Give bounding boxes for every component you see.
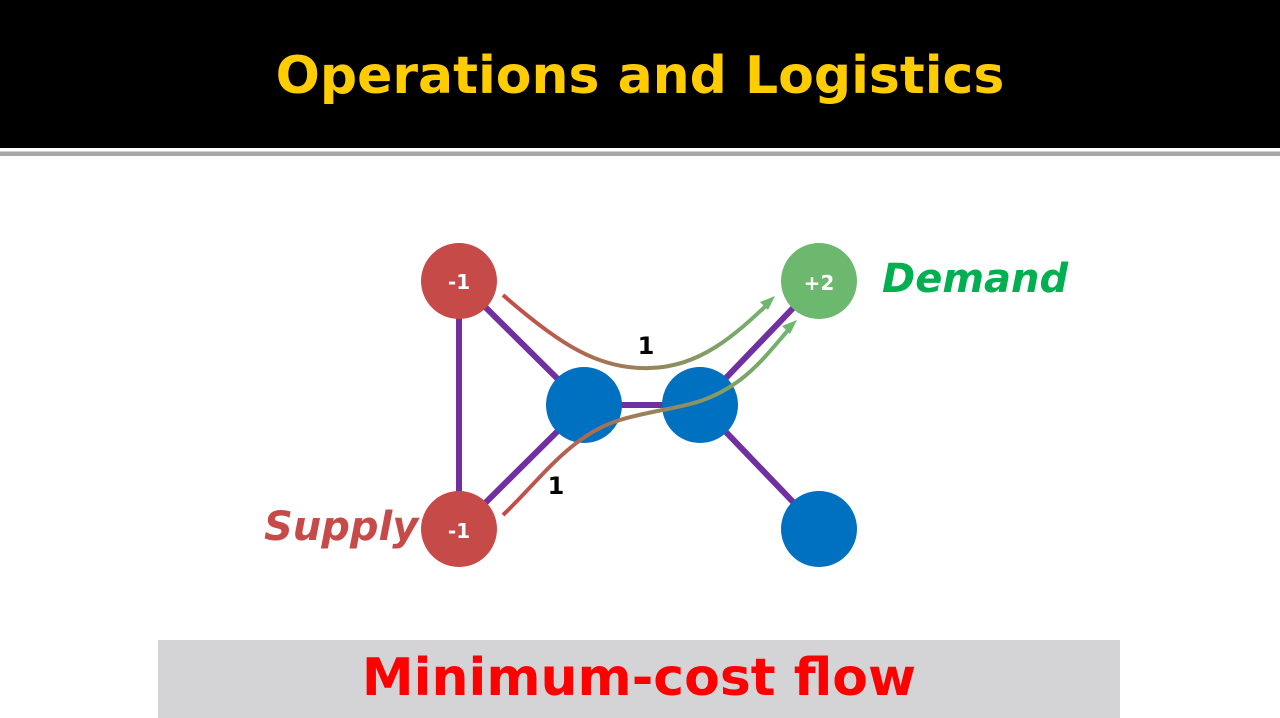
supply-node-bottom xyxy=(421,491,497,567)
arrowhead-icon xyxy=(760,296,775,310)
node-value: -1 xyxy=(448,270,470,294)
arrowhead-icon xyxy=(782,320,797,334)
divider xyxy=(0,151,1280,156)
footer-banner: Minimum-cost flow xyxy=(158,640,1120,718)
supply-node-top xyxy=(421,243,497,319)
demand-node xyxy=(781,243,857,319)
flow-path-top xyxy=(501,293,772,371)
supply-label: Supply xyxy=(264,504,419,550)
slide-title: Operations and Logistics xyxy=(275,46,1005,106)
flow-label: 1 xyxy=(638,332,655,360)
flow-path-bottom xyxy=(501,326,792,517)
transit-node xyxy=(662,367,738,443)
transit-node xyxy=(781,491,857,567)
node-value: +2 xyxy=(804,271,835,295)
transit-node xyxy=(546,367,622,443)
flow-label: 1 xyxy=(548,472,565,500)
demand-label: Demand xyxy=(882,256,1069,302)
title-bar: Operations and Logistics xyxy=(0,0,1280,148)
footer-text: Minimum-cost flow xyxy=(361,648,917,708)
node-value: -1 xyxy=(448,519,470,543)
